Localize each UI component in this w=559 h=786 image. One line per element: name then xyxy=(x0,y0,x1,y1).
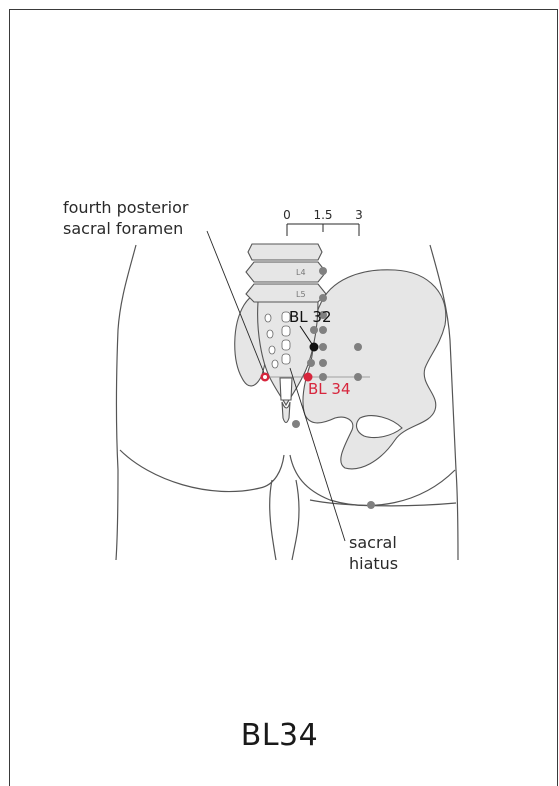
scale-label-1-5: 1.5 xyxy=(313,208,332,222)
acupoint-dot xyxy=(310,326,318,334)
bl34-label: BL 34 xyxy=(308,380,351,398)
scale-label-0: 0 xyxy=(283,208,291,222)
left-flank-line xyxy=(116,245,136,560)
acupoint-dot xyxy=(319,326,327,334)
hiatus-label-line1: sacral xyxy=(349,533,397,552)
foramen xyxy=(265,314,271,322)
lumbar-vertebrae xyxy=(246,244,326,302)
left-buttock-fold xyxy=(120,450,284,492)
point-title: BL34 xyxy=(0,718,559,753)
acupoint-dot xyxy=(354,373,362,381)
foramen-label-line2: sacral foramen xyxy=(63,219,183,238)
acupoint-dot xyxy=(307,359,315,367)
foramen xyxy=(269,346,275,354)
left-thigh-inner xyxy=(270,480,276,560)
vertebra-l5 xyxy=(246,284,326,302)
foramen xyxy=(267,330,273,338)
hiatus-label-line2: hiatus xyxy=(349,554,398,573)
bl32-label: BL 32 xyxy=(289,308,332,326)
foramen xyxy=(272,360,278,368)
crest-segment xyxy=(282,326,290,336)
acupoint-dot xyxy=(319,343,327,351)
scale-bar xyxy=(287,224,359,236)
acupoint-dot xyxy=(367,501,375,509)
acupoint-dot xyxy=(354,343,362,351)
crest-segment xyxy=(282,340,290,350)
bl32-point xyxy=(310,343,319,352)
scale-label-3: 3 xyxy=(355,208,363,222)
acupoint-dot xyxy=(319,267,327,275)
acupoint-dot xyxy=(292,420,300,428)
vertebra-l3 xyxy=(248,244,322,260)
crest-segment xyxy=(282,354,290,364)
vertebra-l5-label: L5 xyxy=(296,290,306,299)
right-thigh-inner xyxy=(292,480,299,560)
acupoint-dot xyxy=(319,294,327,302)
foramen-label-line1: fourth posterior xyxy=(63,198,189,217)
vertebra-l4-label: L4 xyxy=(296,268,306,277)
acupoint-dot xyxy=(319,359,327,367)
vertebra-l4 xyxy=(246,262,326,282)
sacral-hiatus-shape xyxy=(280,378,292,400)
fourth-foramen-marker-center xyxy=(263,375,267,379)
